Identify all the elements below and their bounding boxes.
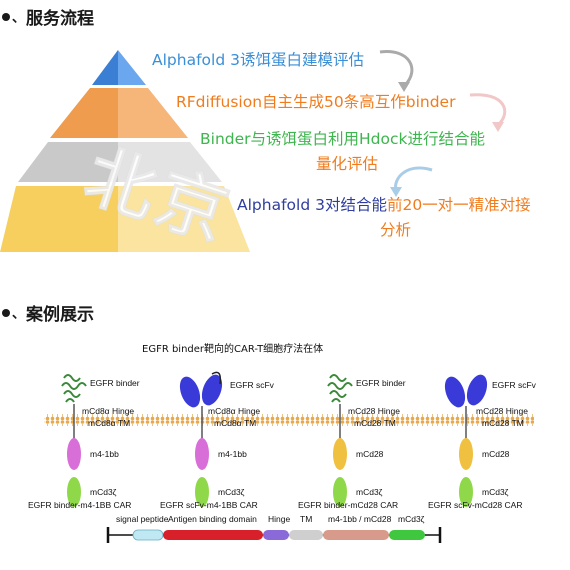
step-3-text-line2: 量化评估 (316, 155, 379, 173)
zeta-domain (195, 477, 209, 507)
construct-2-caption: EGFR scFv-m4-1BB CAR (160, 500, 258, 510)
construct-3 (327, 374, 353, 507)
step-arrow-3 (394, 166, 433, 191)
construct-3-tm-label: mCd28 TM (354, 418, 396, 428)
construct-3-zeta-label: mCd3ζ (356, 487, 383, 497)
construct-2-antigen-label: EGFR scFv (230, 380, 274, 390)
construct-1-hinge-label: mCd8α Hinge (82, 406, 135, 416)
zeta-domain (459, 477, 473, 507)
construct-1-costim-label: m4-1bb (90, 449, 119, 459)
pyramid-tier-1-left (92, 50, 118, 85)
construct-1-tm-label: mCd8α TM (88, 418, 131, 428)
section-服务流程-header: 、 服务流程 (2, 4, 94, 29)
construct-1-caption: EGFR binder-m4-1BB CAR (28, 500, 132, 510)
costim-domain-mcd28 (333, 438, 347, 470)
zeta-domain (67, 477, 81, 507)
step-arrow-1 (379, 50, 414, 87)
construct-4-hinge-label: mCd28 Hinge (476, 406, 528, 416)
construct-2 (179, 371, 223, 507)
pyramid-tier-2-right (118, 88, 188, 138)
construct-3-hinge-label: mCd28 Hinge (348, 406, 400, 416)
domain-label-costim: m4-1bb / mCd28 (328, 514, 392, 524)
step-arrow-2 (469, 93, 507, 127)
domain-label-tm: TM (300, 514, 313, 524)
construct-4-caption: EGFR scFv-mCd28 CAR (428, 500, 523, 510)
section-title: 服务流程 (26, 9, 95, 29)
step-3-text: Binder与诱饵蛋白利用Hdock进行结合能 (200, 130, 485, 148)
pyramid-tier-3-right (118, 142, 222, 182)
step-arrow-3-head (390, 187, 402, 197)
scfv-domain-left (444, 376, 466, 408)
construct-4-costim-label: mCd28 (482, 449, 510, 459)
segment-tm (289, 530, 323, 540)
costim-domain-m4-1bb (67, 438, 81, 470)
step-4-text-b: 前20一对一精准对接 (386, 196, 531, 214)
pyramid-tier-4-right (118, 186, 250, 252)
scfv-domain-right (466, 374, 488, 406)
pyramid-tier-2-left (50, 88, 118, 138)
costim-domain-mcd28 (459, 438, 473, 470)
construct-3-antigen-label: EGFR binder (356, 378, 406, 388)
construct-4-antigen-label: EGFR scFv (492, 380, 536, 390)
domain-label-zeta: mCd3ζ (398, 514, 425, 524)
cell-membrane (44, 414, 534, 426)
pyramid-tier-1-right (118, 50, 146, 85)
scfv-domain-left (179, 376, 201, 408)
construct-4-zeta-label: mCd3ζ (482, 487, 509, 497)
step-2-text: RFdiffusion自主生成50条高互作binder (176, 93, 456, 111)
construct-1-antigen-label: EGFR binder (90, 378, 140, 388)
pyramid-tier-3-left (18, 142, 118, 182)
section-title: 案例展示 (26, 305, 95, 325)
figure-title: EGFR binder靶向的CAR-T细胞疗法在体 (142, 344, 324, 355)
segment-costim (323, 530, 389, 540)
construct-2-hinge-label: mCd8α Hinge (208, 406, 261, 416)
domain-label-antigen-binding: Antigen binding domain (168, 514, 257, 524)
bullet-dot-icon (2, 308, 10, 317)
pyramid-diagram (0, 50, 507, 252)
binder-protein-icon (61, 374, 87, 403)
segment-signal-peptide (132, 529, 164, 541)
step-arrow-2-head (492, 122, 504, 132)
segment-hinge (263, 530, 289, 540)
construct-2-tm-label: mCd8α TM (214, 418, 257, 428)
segment-zeta (389, 530, 425, 540)
step-1-text: Alphafold 3诱饵蛋白建模评估 (152, 51, 364, 69)
costim-domain-m4-1bb (195, 438, 209, 470)
construct-4-tm-label: mCd28 TM (482, 418, 524, 428)
zeta-domain (333, 477, 347, 507)
step-4-text-line2: 分析 (380, 221, 412, 239)
construct-4 (444, 374, 488, 507)
construct-1 (61, 374, 87, 507)
domain-label-hinge: Hinge (268, 514, 291, 524)
binder-protein-icon (327, 374, 353, 403)
domain-label-signal-peptide: signal peptide (116, 514, 169, 524)
pyramid-tier-4-left (0, 186, 118, 252)
construct-2-costim-label: m4-1bb (218, 449, 247, 459)
scfv-domain-right (201, 374, 223, 406)
step-4-text: Alphafold 3对结合能前20一对一精准对接 (237, 193, 531, 215)
construct-2-zeta-label: mCd3ζ (218, 487, 245, 497)
section-案例展示-header: 、 案例展示 (2, 300, 94, 325)
step-arrow-1-head (398, 82, 410, 92)
step-4-text-a: Alphafold 3对结合能 (237, 196, 387, 214)
construct-1-zeta-label: mCd3ζ (90, 487, 117, 497)
construct-3-costim-label: mCd28 (356, 449, 384, 459)
bullet-dot-icon (2, 12, 10, 21)
segment-antigen-binding (163, 530, 263, 540)
car-construct-diagram (44, 371, 534, 543)
construct-3-caption: EGFR binder-mCd28 CAR (298, 500, 399, 510)
